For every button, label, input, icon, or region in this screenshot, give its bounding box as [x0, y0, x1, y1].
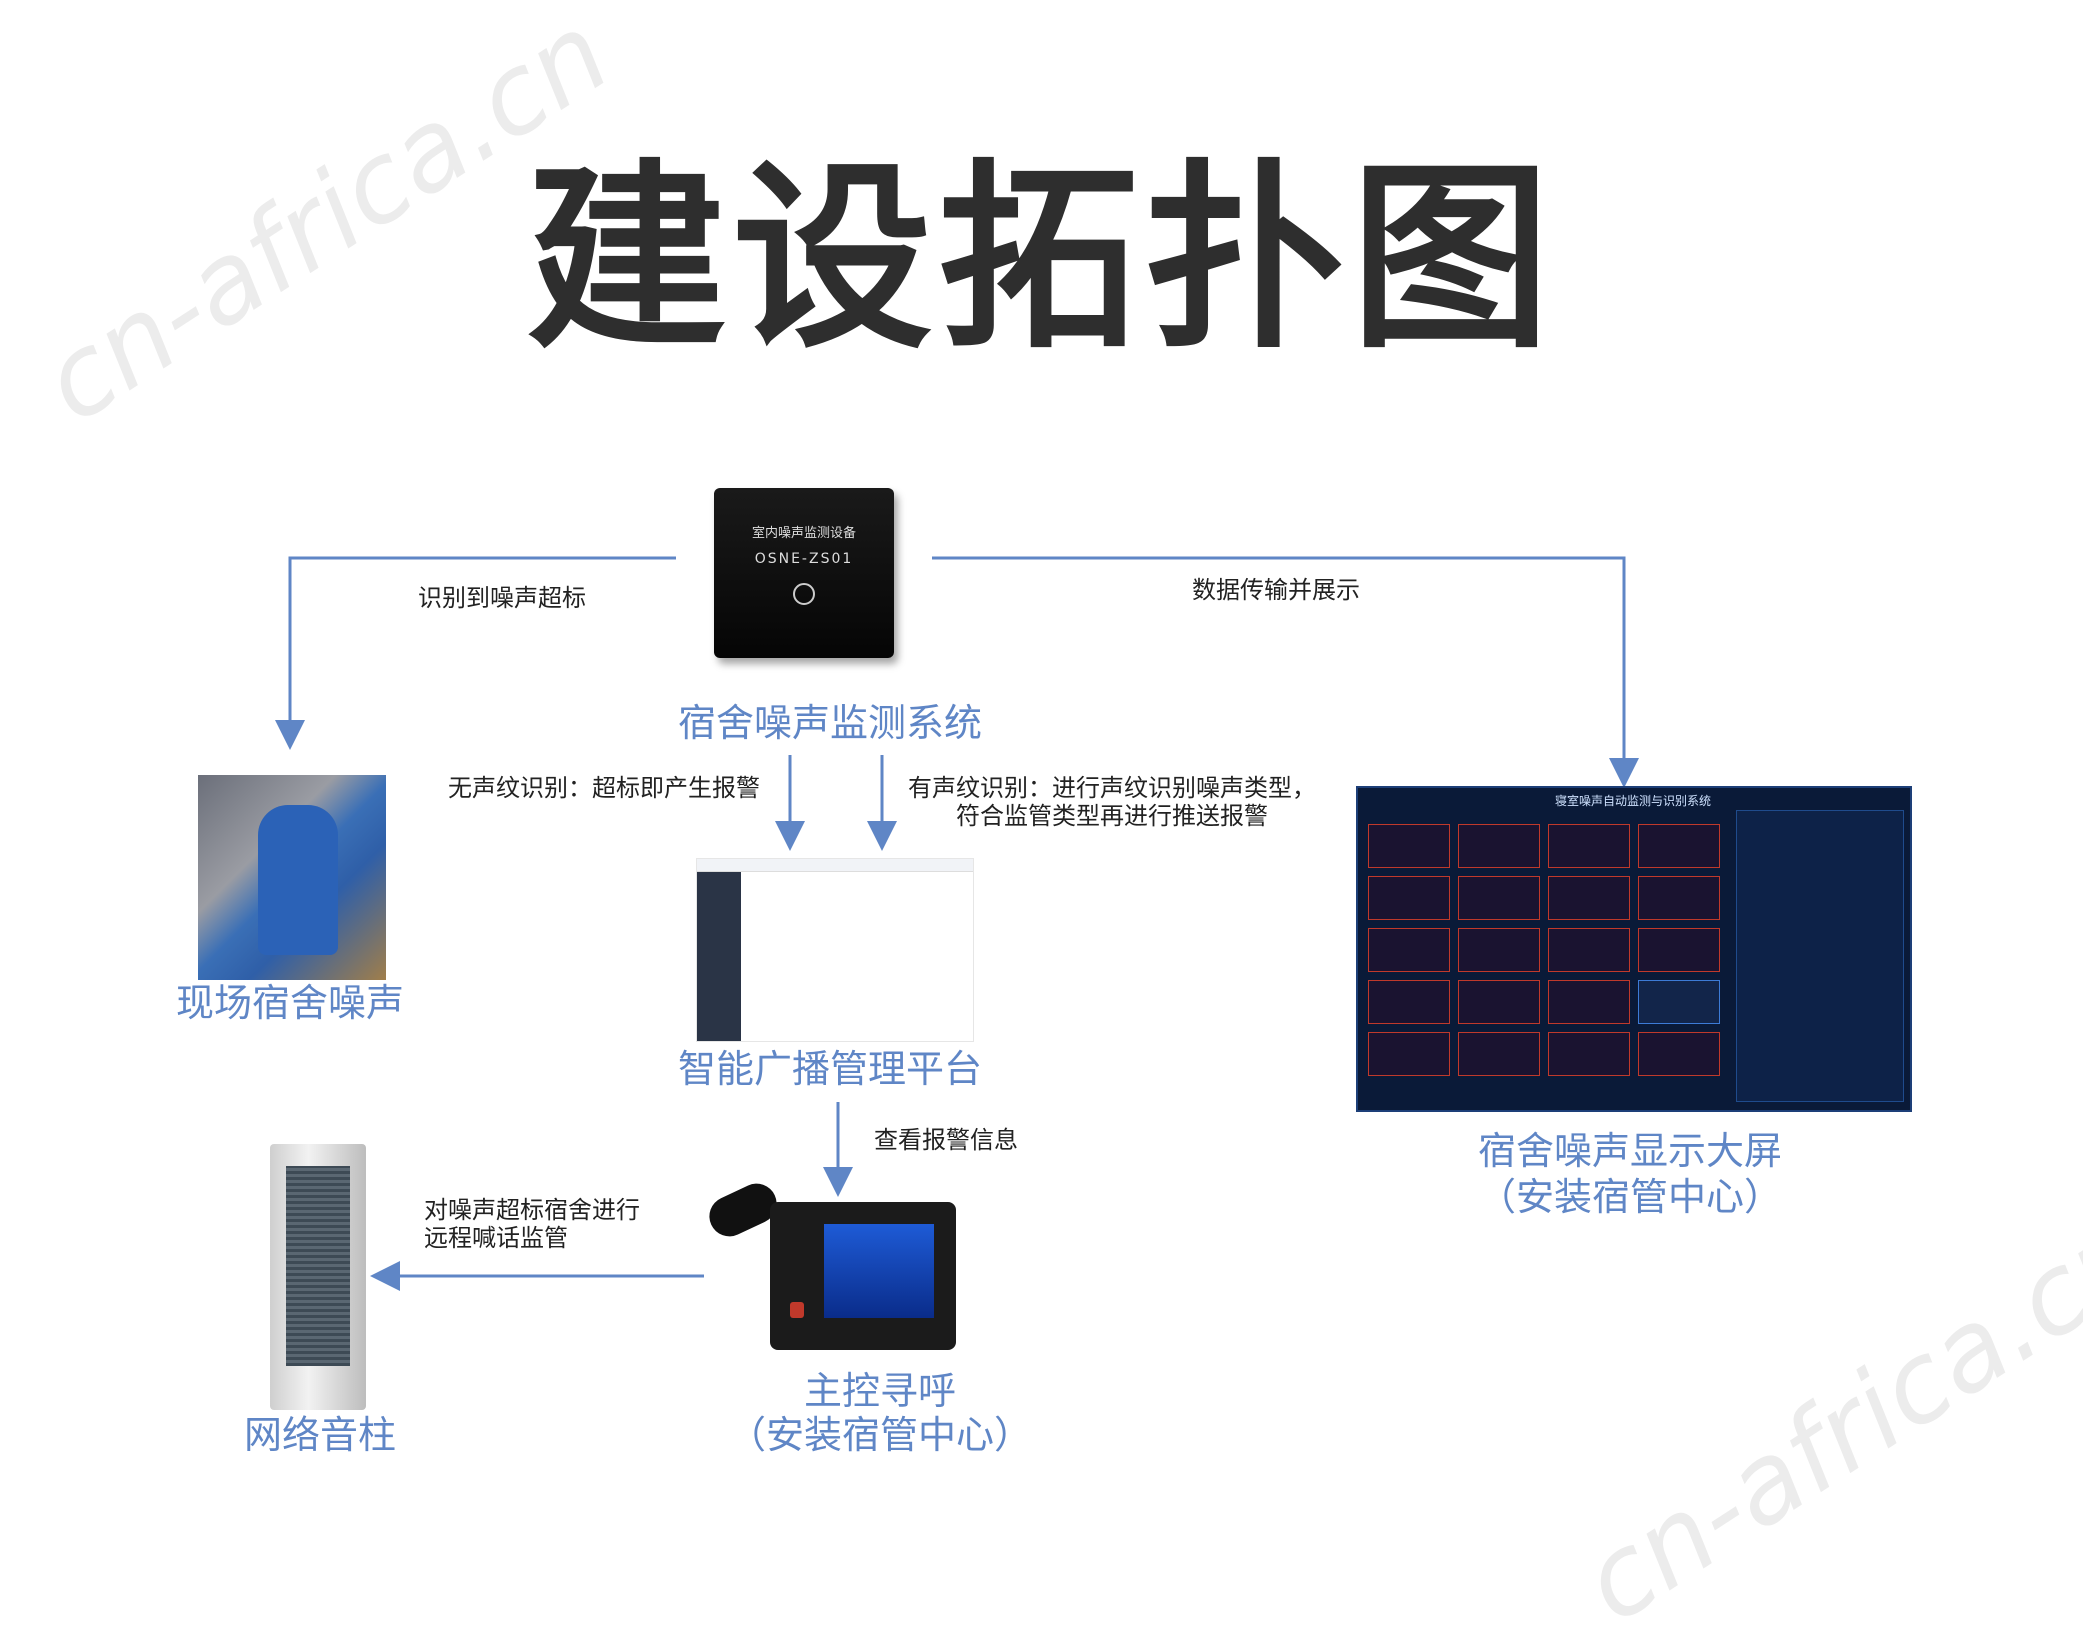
room-cell [1458, 1032, 1540, 1076]
console-button [790, 1302, 804, 1318]
room-cell [1638, 1032, 1720, 1076]
person-figure [258, 805, 338, 955]
room-cell [1638, 928, 1720, 972]
topology-arrows [275, 556, 1639, 1291]
paging-console [770, 1202, 956, 1350]
arrow-device-to-onsite [275, 556, 676, 750]
page-title: 建设拓扑图 [526, 143, 1557, 376]
arrow-device-to-bigscreen [932, 556, 1639, 788]
platform-screenshot [696, 858, 974, 1042]
edge-no-voiceprint: 无声纹识别：超标即产生报警 [448, 774, 760, 802]
node-onsite-noise: 现场宿舍噪声 [175, 981, 404, 1025]
speaker-grill [286, 1166, 350, 1366]
room-cell [1368, 1032, 1450, 1076]
room-cell [1638, 980, 1720, 1024]
big-screen-side-panel [1736, 810, 1904, 1102]
device-logo-icon [793, 583, 815, 605]
room-cell [1548, 980, 1630, 1024]
node-paging-line2: （安装宿管中心） [727, 1413, 1032, 1457]
node-paging-line1: 主控寻呼 [803, 1369, 956, 1413]
edge-voiceprint-line1: 有声纹识别：进行声纹识别噪声类型， [908, 774, 1316, 802]
node-big-screen-line2: （安装宿管中心） [1477, 1175, 1782, 1219]
edge-remote-line2: 远程喊话监管 [424, 1224, 568, 1252]
room-cell [1368, 876, 1450, 920]
onsite-photo [198, 775, 386, 980]
node-speaker: 网络音柱 [243, 1413, 396, 1457]
edge-voiceprint-line2: 符合监管类型再进行推送报警 [956, 802, 1268, 830]
device-model: OSNE-ZS01 [754, 551, 854, 567]
room-cell [1548, 824, 1630, 868]
edge-data-transfer: 数据传输并展示 [1192, 576, 1360, 604]
node-monitor-system: 宿舍噪声监测系统 [677, 701, 982, 745]
room-cell [1548, 1032, 1630, 1076]
big-screen-header: 寝室噪声自动监测与识别系统 [1554, 794, 1711, 808]
room-cell [1368, 928, 1450, 972]
room-cell [1548, 928, 1630, 972]
platform-sidebar [697, 872, 741, 1041]
edge-remote-line1: 对噪声超标宿舍进行 [424, 1196, 640, 1224]
device-name: 室内噪声监测设备 [751, 526, 856, 541]
network-speaker-column [270, 1144, 366, 1410]
room-cell [1458, 928, 1540, 972]
room-cell [1458, 980, 1540, 1024]
room-cell [1638, 876, 1720, 920]
room-cell [1638, 824, 1720, 868]
room-cell [1368, 824, 1450, 868]
room-cell [1458, 876, 1540, 920]
node-platform: 智能广播管理平台 [677, 1047, 982, 1091]
room-cell [1458, 824, 1540, 868]
platform-topbar [697, 859, 973, 872]
big-screen-display: 寝室噪声自动监测与识别系统 [1356, 786, 1912, 1112]
room-cell [1548, 876, 1630, 920]
noise-monitor-device: 室内噪声监测设备 OSNE-ZS01 [714, 488, 894, 658]
room-cell [1368, 980, 1450, 1024]
console-screen [824, 1224, 934, 1318]
node-big-screen-line1: 宿舍噪声显示大屏 [1477, 1129, 1782, 1173]
edge-noise-exceed: 识别到噪声超标 [418, 584, 586, 612]
edge-view-alarm: 查看报警信息 [874, 1126, 1018, 1154]
